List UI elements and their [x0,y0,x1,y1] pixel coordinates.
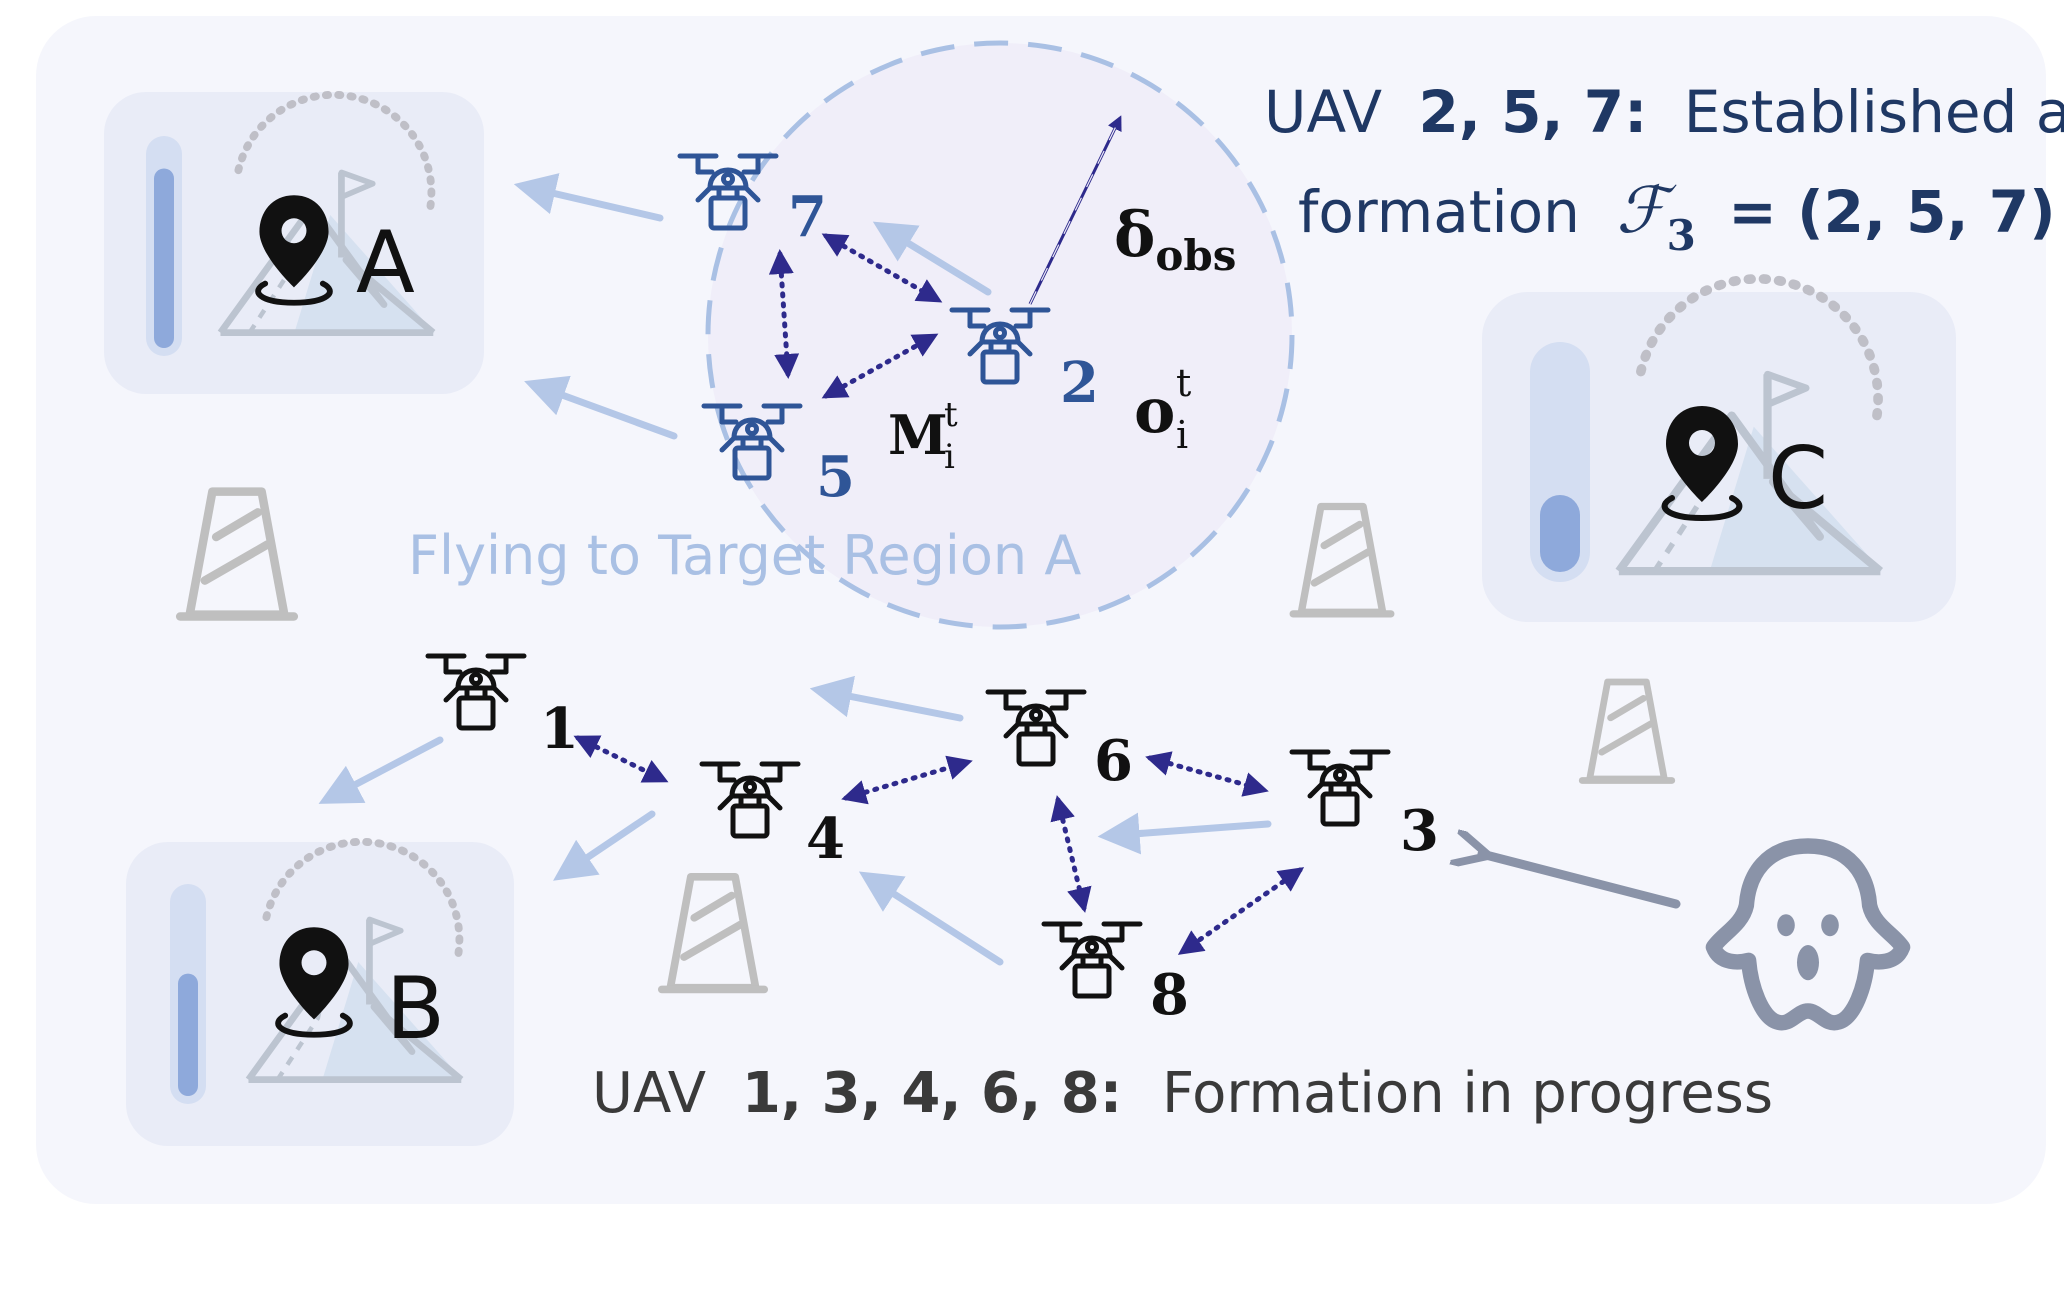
formation-tuple: = (2, 5, 7) [1728,178,2055,246]
uav-label: 2 [1060,350,1099,416]
formed-status: Established a [1684,78,2064,146]
formed-uav-prefix: UAV [1264,78,1382,146]
region-a-letter: A [356,213,415,313]
progress-ids: 1, 3, 4, 6, 8: [742,1061,1122,1126]
uav-3: 3 [1292,752,1439,864]
uav-label: 7 [788,184,827,250]
region-card-b: B [126,842,514,1146]
message-sub: i [944,437,955,477]
uav-label: 8 [1150,962,1189,1028]
uav-label: 1 [540,696,579,762]
ghost-arrow [1482,854,1681,909]
obs-subscript: obs [1155,231,1236,280]
region-card-c: C [1482,279,1956,622]
region-b-level-fill [178,973,198,1096]
uav-2: 2 [952,310,1099,416]
region-a-level-fill [154,168,174,348]
flying-caption: Flying to Target Region A [408,524,1081,587]
uav-label: 4 [806,806,845,872]
formed-title-line1: UAV 2, 5, 7: Established a [1264,78,2064,146]
region-b-letter: B [386,959,445,1059]
progress-caption: UAV 1, 3, 4, 6, 8: Formation in progress [592,1061,1773,1126]
progress-uav-prefix: UAV [592,1061,706,1126]
message-sup: t [944,395,958,435]
uav-1: 1 [428,656,579,762]
uav-label: 5 [816,444,855,510]
uav-8: 8 [1044,924,1189,1028]
uav-label: 6 [1094,728,1133,794]
uav-5: 5 [704,406,855,510]
observation-sup: t [1176,361,1191,405]
region-card-a: A [104,92,484,394]
uav-7: 7 [680,156,827,250]
progress-status: Formation in progress [1162,1061,1773,1126]
region-c-level-fill [1540,495,1580,572]
region-c-letter: C [1768,429,1828,529]
observation-sub: i [1176,413,1188,457]
formed-ids: 2, 5, 7: [1419,78,1648,146]
uav-label: 3 [1400,798,1439,864]
message-label: M [888,403,948,467]
movement-arrows [318,173,1272,966]
obs-symbol: δ [1114,198,1155,271]
communication-links [573,233,1305,955]
uav-6: 6 [988,692,1133,794]
formed-formation-word: formation [1298,178,1580,246]
formed-title-line2: formation ℱ3 = (2, 5, 7) [1298,174,2056,264]
uav-layer: 7 2 5 1 4 6 3 8 [428,156,1439,1028]
observation-label: o [1134,374,1175,447]
message-symbol: M [888,403,948,467]
uav-4: 4 [702,764,845,872]
formation-subscript: 3 [1667,211,1696,260]
obs-range-label: δobs [1114,198,1236,280]
